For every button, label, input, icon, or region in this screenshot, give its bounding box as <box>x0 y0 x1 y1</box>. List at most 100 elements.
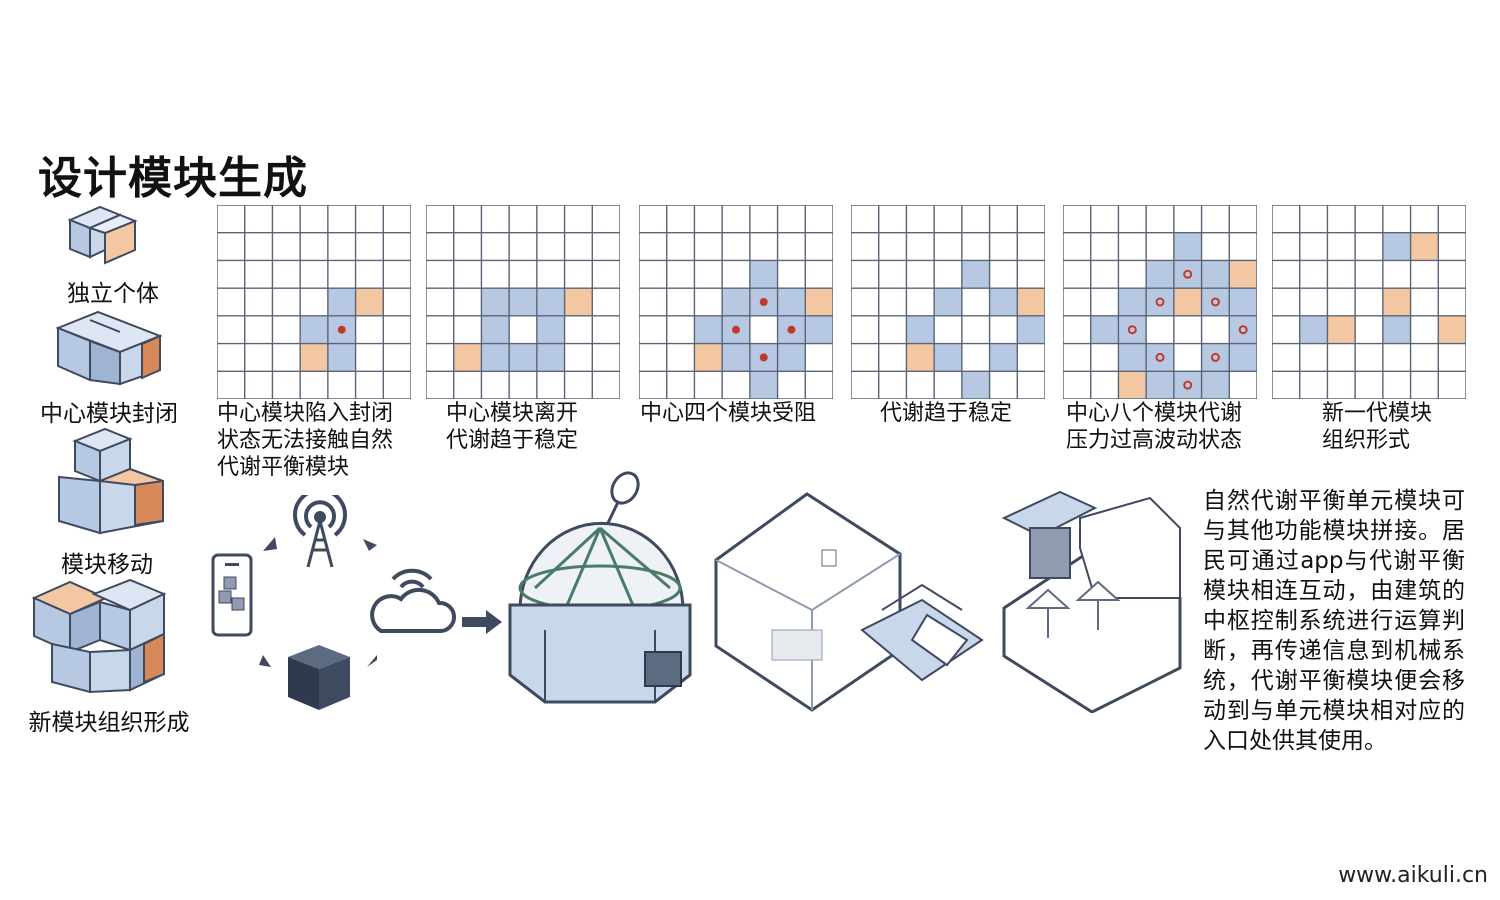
cube-center-closed-figure <box>55 310 163 386</box>
grid-cell-blue <box>481 315 510 344</box>
grid-cell-orange <box>1327 315 1356 344</box>
grid-cell-blue <box>509 288 537 316</box>
grid-cell-orange <box>1410 232 1439 261</box>
module-grid-3 <box>639 205 833 399</box>
legend-label-center-closed: 中心模块封闭 <box>40 401 178 427</box>
grid-cell-blue <box>1146 343 1174 372</box>
grid-cell-blue <box>300 315 328 344</box>
grid-cell-blue <box>934 288 962 316</box>
grid-caption-1: 中心模块陷入封闭 状态无法接触自然 代谢平衡模块 <box>217 401 394 480</box>
grid-cell-blue <box>1173 371 1202 399</box>
grid-cell-blue <box>327 288 356 316</box>
pressure-ring <box>1155 352 1165 362</box>
module-grid-1 <box>217 205 411 399</box>
legend-label-module-move: 模块移动 <box>61 552 153 578</box>
cube-new-organization-figure <box>31 578 167 694</box>
phone-icon <box>211 553 253 637</box>
grid-cell-blue <box>805 315 833 344</box>
cloud-wifi-icon <box>370 568 457 633</box>
pressure-ring <box>1238 325 1248 335</box>
grid-cell-orange <box>1382 288 1411 316</box>
grid-cell-blue <box>1090 315 1119 344</box>
grid-cell-blue <box>509 343 537 372</box>
grid-cell-orange <box>355 288 384 316</box>
grid-cell-orange <box>300 343 328 372</box>
grid-cell-orange <box>1438 315 1466 344</box>
grid-cell-orange <box>1017 288 1045 316</box>
legend-label-new-organization: 新模块组织形成 <box>28 710 190 736</box>
grid-cell-blue <box>327 343 356 372</box>
grid-cell-blue <box>777 288 806 316</box>
cycle-arrows <box>259 537 377 667</box>
grid-cell-blue <box>536 315 565 344</box>
grid-cell-blue <box>1201 260 1230 289</box>
pressure-ring <box>1155 297 1165 307</box>
grid-cell-orange <box>564 288 593 316</box>
grid-cell-blue <box>961 260 990 289</box>
grid-cell-blue <box>481 288 510 316</box>
grid-caption-3: 中心四个模块受阻 <box>640 401 817 426</box>
grid-cell-blue <box>989 288 1018 316</box>
grid-cell-blue <box>1201 288 1230 316</box>
pressure-ring <box>1127 325 1137 335</box>
grid-caption-4: 代谢趋于稳定 <box>880 401 1013 426</box>
grid-cell-blue <box>1229 315 1257 344</box>
pressure-dot <box>337 325 346 334</box>
page-title: 设计模块生成 <box>38 153 308 204</box>
grid-cell-blue <box>1118 315 1147 344</box>
grid-cell-blue <box>722 343 750 372</box>
grid-cell-blue <box>1146 288 1174 316</box>
grid-cell-blue <box>1118 288 1147 316</box>
cube-module-icon <box>288 645 350 710</box>
grid-cell-blue <box>906 315 935 344</box>
grid-cell-blue <box>1146 260 1174 289</box>
grid-cell-blue <box>694 315 723 344</box>
grid-cell-blue <box>749 371 778 399</box>
grid-cell-blue <box>1146 371 1174 399</box>
watermark-text: www.aikuli.cn <box>1338 863 1488 888</box>
grid-cell-blue <box>536 288 565 316</box>
pressure-ring <box>1210 352 1220 362</box>
pressure-dot <box>759 298 768 306</box>
pressure-dot <box>787 325 796 334</box>
grid-cell-blue <box>536 343 565 372</box>
grid-cell-orange <box>1173 288 1202 316</box>
dome-module-illustration <box>508 471 692 704</box>
grid-cell-blue <box>1173 232 1202 261</box>
pressure-ring <box>1210 297 1220 307</box>
grid-cell-blue <box>1229 343 1257 372</box>
interaction-cycle-diagram <box>211 495 457 710</box>
module-grid-5 <box>1063 205 1257 399</box>
description-text: 自然代谢平衡单元模块可与其他功能模块拼接。居民可通过app与代谢平衡模块相连互动… <box>1203 488 1465 754</box>
unit-room-illustration-2 <box>1001 490 1182 713</box>
grid-cell-orange <box>453 343 482 372</box>
grid-cell-blue <box>1382 315 1411 344</box>
signal-tower-icon <box>293 495 347 568</box>
grid-cell-orange <box>906 343 935 372</box>
module-grid-6 <box>1272 205 1466 399</box>
grid-cell-blue <box>481 343 510 372</box>
right-arrow-icon <box>462 610 502 634</box>
pressure-dot <box>732 325 740 334</box>
grid-cell-blue <box>1299 315 1328 344</box>
grid-cell-blue <box>1229 288 1257 316</box>
grid-cell-orange <box>1118 371 1147 399</box>
grid-cell-blue <box>1382 232 1411 261</box>
legend-label-independent: 独立个体 <box>67 281 159 307</box>
grid-cell-blue <box>749 260 778 289</box>
grid-cell-orange <box>1229 260 1257 289</box>
module-grid-2 <box>426 205 620 399</box>
grid-cell-blue <box>1201 371 1230 399</box>
grid-cell-blue <box>989 343 1018 372</box>
module-grid-4 <box>851 205 1045 399</box>
pressure-ring <box>1183 269 1193 279</box>
grid-cell-blue <box>1201 343 1230 372</box>
pressure-ring <box>1183 380 1193 390</box>
grid-caption-6: 新一代模块 组织形式 <box>1322 401 1433 453</box>
grid-cell-blue <box>934 343 962 372</box>
pressure-dot <box>759 353 768 362</box>
grid-caption-2: 中心模块离开 代谢趋于稳定 <box>446 401 579 453</box>
unit-room-illustration-1 <box>714 492 984 712</box>
grid-caption-5: 中心八个模块代谢 压力过高波动状态 <box>1066 401 1243 453</box>
grid-cell-blue <box>777 343 806 372</box>
